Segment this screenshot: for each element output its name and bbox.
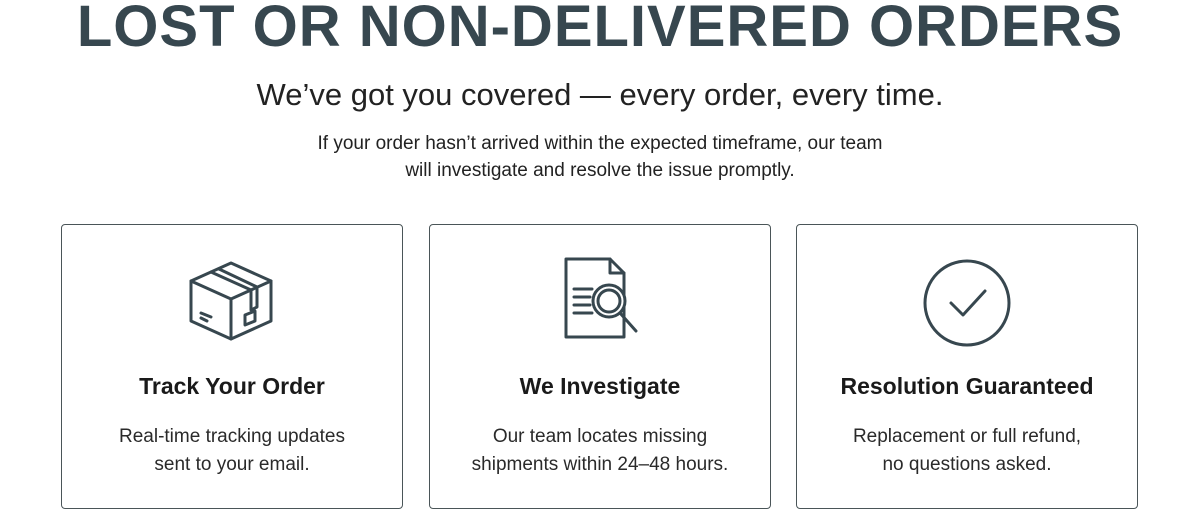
page-title: LOST OR NON-DELIVERED ORDERS xyxy=(76,0,1124,59)
document-search-icon xyxy=(564,257,638,339)
intro-text: If your order hasn’t arrived within the … xyxy=(250,130,950,184)
page-subtitle: We’ve got you covered — every order, eve… xyxy=(256,77,944,112)
checkmark-circle-icon xyxy=(923,259,1011,347)
card-title: Track Your Order xyxy=(139,373,325,399)
card-track-order: Track Your Order Real-time tracking upda… xyxy=(61,224,403,509)
card-title: We Investigate xyxy=(519,373,681,399)
card-description: Replacement or full refund,no questions … xyxy=(852,426,1082,475)
card-resolution: Resolution Guaranteed Replacement or ful… xyxy=(796,224,1138,509)
intro-line: will investigate and resolve the issue p… xyxy=(405,160,795,181)
package-box-icon xyxy=(189,261,273,341)
intro-line: If your order hasn’t arrived within the … xyxy=(317,133,883,154)
card-title: Resolution Guaranteed xyxy=(840,373,1094,399)
